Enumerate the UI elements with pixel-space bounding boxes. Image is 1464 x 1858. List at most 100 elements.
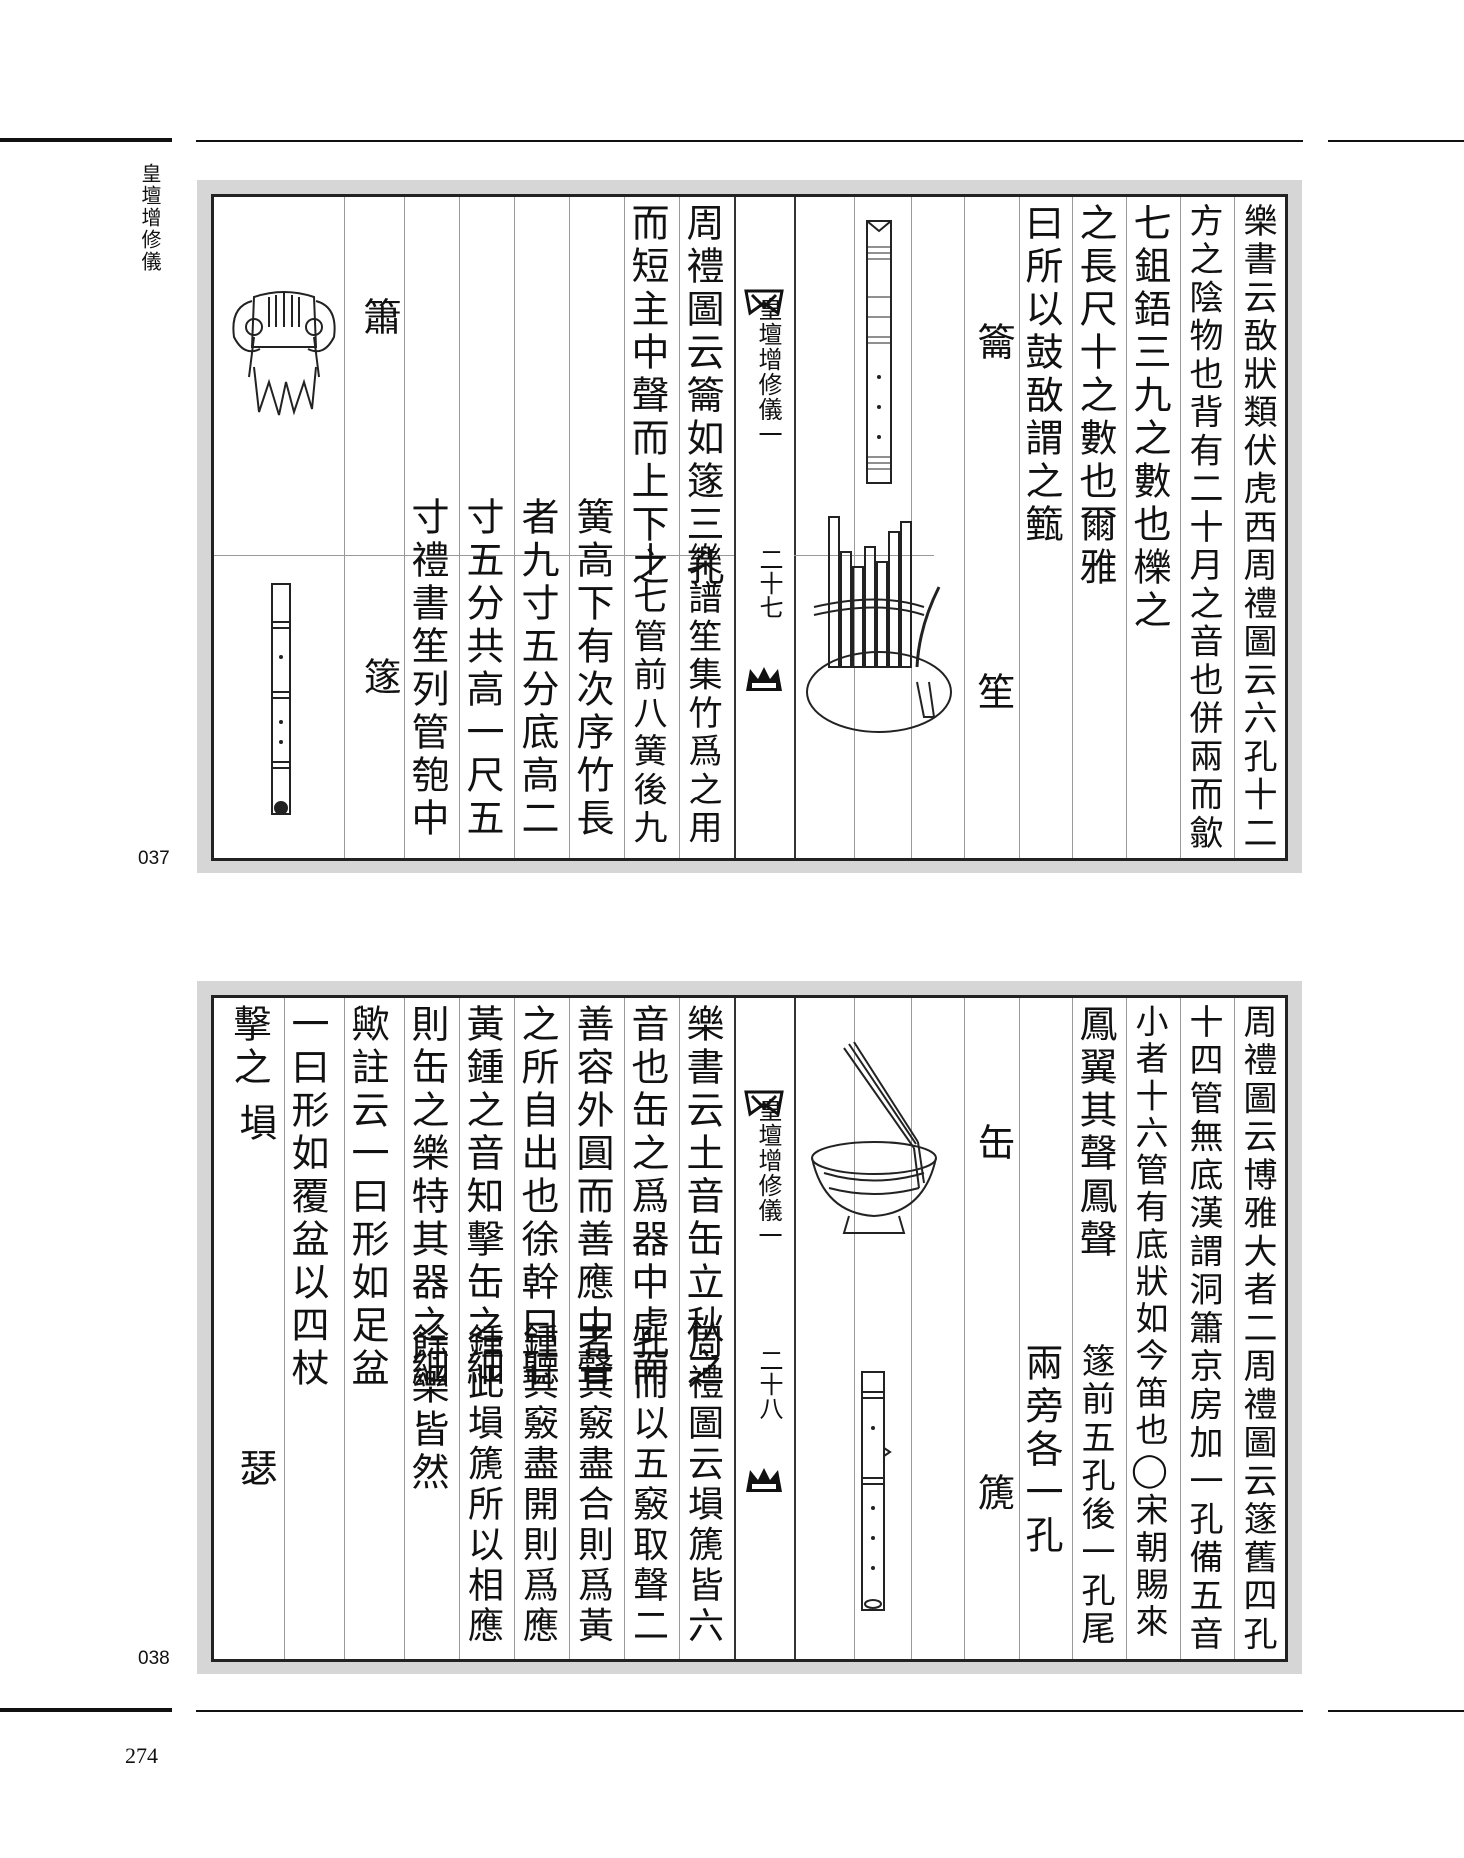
- label-xiao: 簫: [357, 297, 401, 335]
- text-column: 善容外圓而善應中聲: [570, 1004, 614, 1391]
- ruling: [964, 998, 965, 1659]
- fou-bowl-illustration: [811, 1041, 937, 1234]
- ruling: [854, 197, 855, 858]
- ruling: [854, 998, 855, 1659]
- plate-037: 樂書云敔狀類伏虎西周禮圖云六孔十二 方之陰物也背有二十月之音也併兩而歙 七鉏鋙三…: [197, 180, 1302, 873]
- text-column: 鍾其竅盡開則爲應: [517, 1323, 558, 1647]
- text-column: 十七管前八簧後九: [627, 542, 667, 848]
- ruling: [514, 998, 515, 1659]
- ruling: [1019, 998, 1020, 1659]
- ruling: [344, 197, 345, 858]
- fold-ornament-top: [744, 1090, 784, 1117]
- ruling: [1126, 998, 1127, 1659]
- text-column: 樂書云敔狀類伏虎西周禮圖云六孔十二: [1237, 203, 1277, 854]
- label-di-flute: 篴: [357, 657, 401, 695]
- ruling: [1234, 998, 1235, 1659]
- ruling: [459, 998, 460, 1659]
- label-se: 瑟: [233, 1448, 277, 1486]
- fold-ornament-bottom: [746, 1468, 782, 1492]
- text-column: 方之陰物也背有二十月之音也併兩而歙: [1183, 203, 1223, 854]
- ruling: [284, 998, 285, 1659]
- ruling: [624, 998, 625, 1659]
- text-column: 樂譜笙集竹爲之用: [682, 542, 722, 848]
- chi-flute-illustration: [861, 1371, 892, 1611]
- label-fou: 缶: [971, 1123, 1015, 1161]
- center-book-title: 皇壇增修儀一: [754, 1098, 782, 1248]
- running-book-title: 皇壇增修儀: [138, 163, 162, 273]
- text-column: 鳳翼其聲鳳聲: [1073, 1004, 1117, 1262]
- top-rule-center: [196, 140, 1303, 142]
- plate-number-038: 038: [138, 1648, 170, 1669]
- plate-number-037: 037: [138, 848, 170, 869]
- bottom-rule-right: [1328, 1710, 1464, 1712]
- ruling: [569, 197, 570, 858]
- ruling: [964, 197, 965, 858]
- ruling: [1019, 197, 1020, 858]
- fold-ornament-top: [744, 289, 784, 316]
- text-column: 小者十六管有底狀如今笛也◯宋朝賜來: [1130, 1004, 1169, 1642]
- text-column: 周禮圖云博雅大者二周禮圖云篴舊四孔: [1237, 1004, 1277, 1655]
- center-leaf-number: 二十七: [755, 547, 783, 619]
- ruling: [404, 998, 405, 1659]
- text-column: 十四管無底漢謂洞簫京房加一孔備五音: [1183, 1004, 1223, 1655]
- text-column: 之所自出也徐幹曰聽: [515, 1004, 559, 1391]
- center-fold-left: [734, 197, 736, 858]
- fold-ornament-bottom: [746, 667, 782, 691]
- text-column: 寸五分共高一尺五: [460, 497, 504, 841]
- ruling: [1234, 197, 1235, 858]
- label-xun: 塤: [233, 1103, 277, 1141]
- ruling-horizontal: [214, 555, 734, 556]
- text-column: 則缶之樂特其器之細: [405, 1004, 449, 1391]
- text-column: 者九寸五分底高二: [515, 497, 559, 841]
- text-column: 篴前五孔後一孔尾: [1075, 1343, 1115, 1649]
- center-leaf-number: 二十八: [755, 1348, 783, 1420]
- text-column: 而短主中聲而上下之: [625, 203, 669, 590]
- ruling: [1072, 197, 1073, 858]
- text-column: 餘樂皆然: [405, 1323, 449, 1495]
- ruling: [1126, 197, 1127, 858]
- text-column: 歟註云一曰形如足盆: [345, 1004, 389, 1391]
- ruling: [344, 998, 345, 1659]
- page-folio: 274: [125, 1743, 158, 1768]
- ruling: [679, 197, 680, 858]
- center-fold-right: [794, 197, 796, 858]
- plate-038-frame: 周禮圖云博雅大者二周禮圖云篴舊四孔 十四管無底漢謂洞簫京房加一孔備五音 小者十六…: [211, 995, 1288, 1662]
- top-rule-right: [1328, 140, 1464, 142]
- ruling: [459, 197, 460, 858]
- text-column: 之長尺十之數也爾雅: [1073, 203, 1117, 590]
- text-column: 寸禮書笙列管匏中: [405, 497, 449, 841]
- center-fold-left: [734, 998, 736, 1659]
- di-flute-illustration: [271, 583, 291, 815]
- bottom-rule-center: [196, 1710, 1303, 1712]
- text-column: 曰所以鼓敔謂之籈: [1019, 203, 1063, 547]
- sheng-illustration: [806, 516, 952, 733]
- text-column: 七鉏鋙三九之數也櫟之: [1127, 203, 1171, 633]
- text-column: 周禮圖云塤篪皆六: [682, 1323, 723, 1647]
- text-column: 一曰形如覆盆以四杖: [285, 1004, 329, 1391]
- ruling: [624, 197, 625, 858]
- center-fold-right: [794, 998, 796, 1659]
- ruling: [1180, 197, 1181, 858]
- text-column: 周禮圖云籥如篴三孔: [680, 203, 724, 590]
- text-column: 者其竅盡合則爲黃: [572, 1323, 613, 1647]
- yue-flute-illustration: [866, 220, 892, 484]
- ruling: [404, 197, 405, 858]
- text-column: 擊之: [227, 1004, 271, 1090]
- text-column: 兩旁各一孔: [1019, 1343, 1063, 1558]
- top-rule-left-thick: [0, 138, 172, 142]
- label-sheng: 笙: [971, 672, 1015, 710]
- bottom-rule-left-thick: [0, 1708, 172, 1712]
- ruling: [514, 197, 515, 858]
- text-column: 鍾此塤篪所以相應: [462, 1323, 503, 1647]
- plate-037-frame: 樂書云敔狀類伏虎西周禮圖云六孔十二 方之陰物也背有二十月之音也併兩而歙 七鉏鋙三…: [211, 194, 1288, 861]
- ruling: [1180, 998, 1181, 1659]
- ruling: [1072, 998, 1073, 1659]
- text-column: 黃鍾之音知擊缶之細: [460, 1004, 504, 1391]
- label-yue-flute: 籥: [971, 322, 1015, 360]
- text-column: 孔而以五竅取聲二: [627, 1323, 668, 1647]
- center-book-title: 皇壇增修儀一: [754, 297, 782, 447]
- plate-038: 周禮圖云博雅大者二周禮圖云篴舊四孔 十四管無底漢謂洞簫京房加一孔備五音 小者十六…: [197, 981, 1302, 1674]
- xiao-illustration: [232, 291, 336, 416]
- text-column: 樂書云土音缶立秋之: [680, 1004, 724, 1391]
- ruling: [911, 998, 912, 1659]
